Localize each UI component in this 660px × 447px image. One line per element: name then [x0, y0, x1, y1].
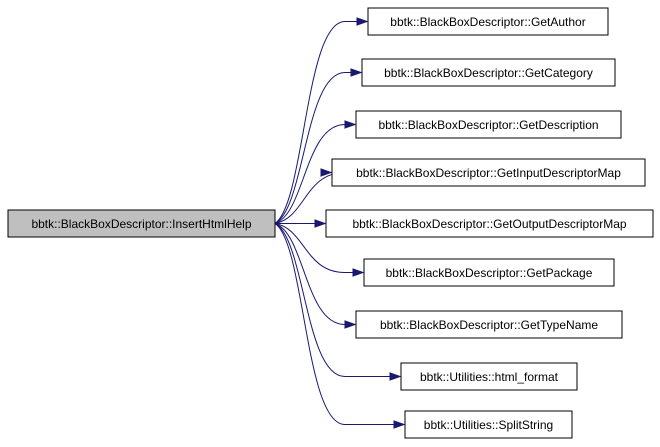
call-edge-arrowhead [393, 420, 406, 429]
callee-node-label: bbtk::BlackBoxDescriptor::GetPackage [386, 266, 593, 280]
callee-node-label: bbtk::BlackBoxDescriptor::GetInputDescri… [356, 166, 621, 180]
callee-node-label: bbtk::BlackBoxDescriptor::GetCategory [384, 66, 593, 80]
call-edge [274, 223, 396, 425]
callee-node-box[interactable] [363, 258, 615, 287]
root-node-label: bbtk::BlackBoxDescriptor::InsertHtmlHelp [31, 217, 251, 231]
callee-node-label: bbtk::BlackBoxDescriptor::GetDescription [378, 118, 598, 132]
call-edge [274, 223, 355, 273]
call-edge-arrowhead [389, 372, 402, 381]
root-node[interactable]: bbtk::BlackBoxDescriptor::InsertHtmlHelp [7, 209, 276, 238]
root-node-box[interactable] [7, 209, 276, 238]
callee-node-box[interactable] [367, 7, 609, 36]
call-edge-arrowhead [344, 120, 357, 129]
callee-node-box[interactable] [361, 58, 616, 87]
callee-node[interactable]: bbtk::BlackBoxDescriptor::GetDescription [355, 110, 622, 139]
call-edge-arrowhead [344, 320, 357, 329]
callee-node-label: bbtk::BlackBoxDescriptor::GetAuthor [390, 15, 585, 29]
callee-node-box[interactable] [325, 209, 654, 238]
call-edge [274, 124, 347, 224]
call-edge-arrowhead [352, 268, 365, 277]
call-edge-arrowhead [350, 68, 363, 77]
call-edge [274, 223, 347, 325]
callee-node-box[interactable] [331, 158, 646, 187]
callee-node-label: bbtk::BlackBoxDescriptor::GetOutputDescr… [352, 217, 626, 231]
callee-node[interactable]: bbtk::BlackBoxDescriptor::GetPackage [363, 258, 615, 287]
callee-node-label: bbtk::Utilities::SplitString [424, 418, 553, 432]
callee-node[interactable]: bbtk::BlackBoxDescriptor::GetTypeName [355, 310, 623, 339]
callee-node-label: bbtk::BlackBoxDescriptor::GetTypeName [380, 318, 598, 332]
callee-node-box[interactable] [355, 110, 622, 139]
callee-node[interactable]: bbtk::BlackBoxDescriptor::GetCategory [361, 58, 616, 87]
callee-node-box[interactable] [355, 310, 623, 339]
callee-node-label: bbtk::Utilities::html_format [420, 370, 559, 384]
callee-node-box[interactable] [404, 410, 573, 439]
nodes: bbtk::BlackBoxDescriptor::InsertHtmlHelp… [7, 7, 654, 439]
call-edge [274, 223, 392, 377]
call-edge [274, 21, 359, 224]
callee-node[interactable]: bbtk::BlackBoxDescriptor::GetOutputDescr… [325, 209, 654, 238]
call-edge [274, 72, 353, 224]
callee-node-box[interactable] [400, 362, 578, 391]
call-edge-arrowhead [356, 17, 369, 26]
callee-node[interactable]: bbtk::BlackBoxDescriptor::GetAuthor [367, 7, 609, 36]
callee-node[interactable]: bbtk::Utilities::html_format [400, 362, 578, 391]
call-edge-arrowhead [314, 219, 327, 228]
edges [274, 17, 406, 429]
callee-node[interactable]: bbtk::Utilities::SplitString [404, 410, 573, 439]
callee-node[interactable]: bbtk::BlackBoxDescriptor::GetInputDescri… [331, 158, 646, 187]
call-edge-arrowhead [320, 168, 333, 177]
